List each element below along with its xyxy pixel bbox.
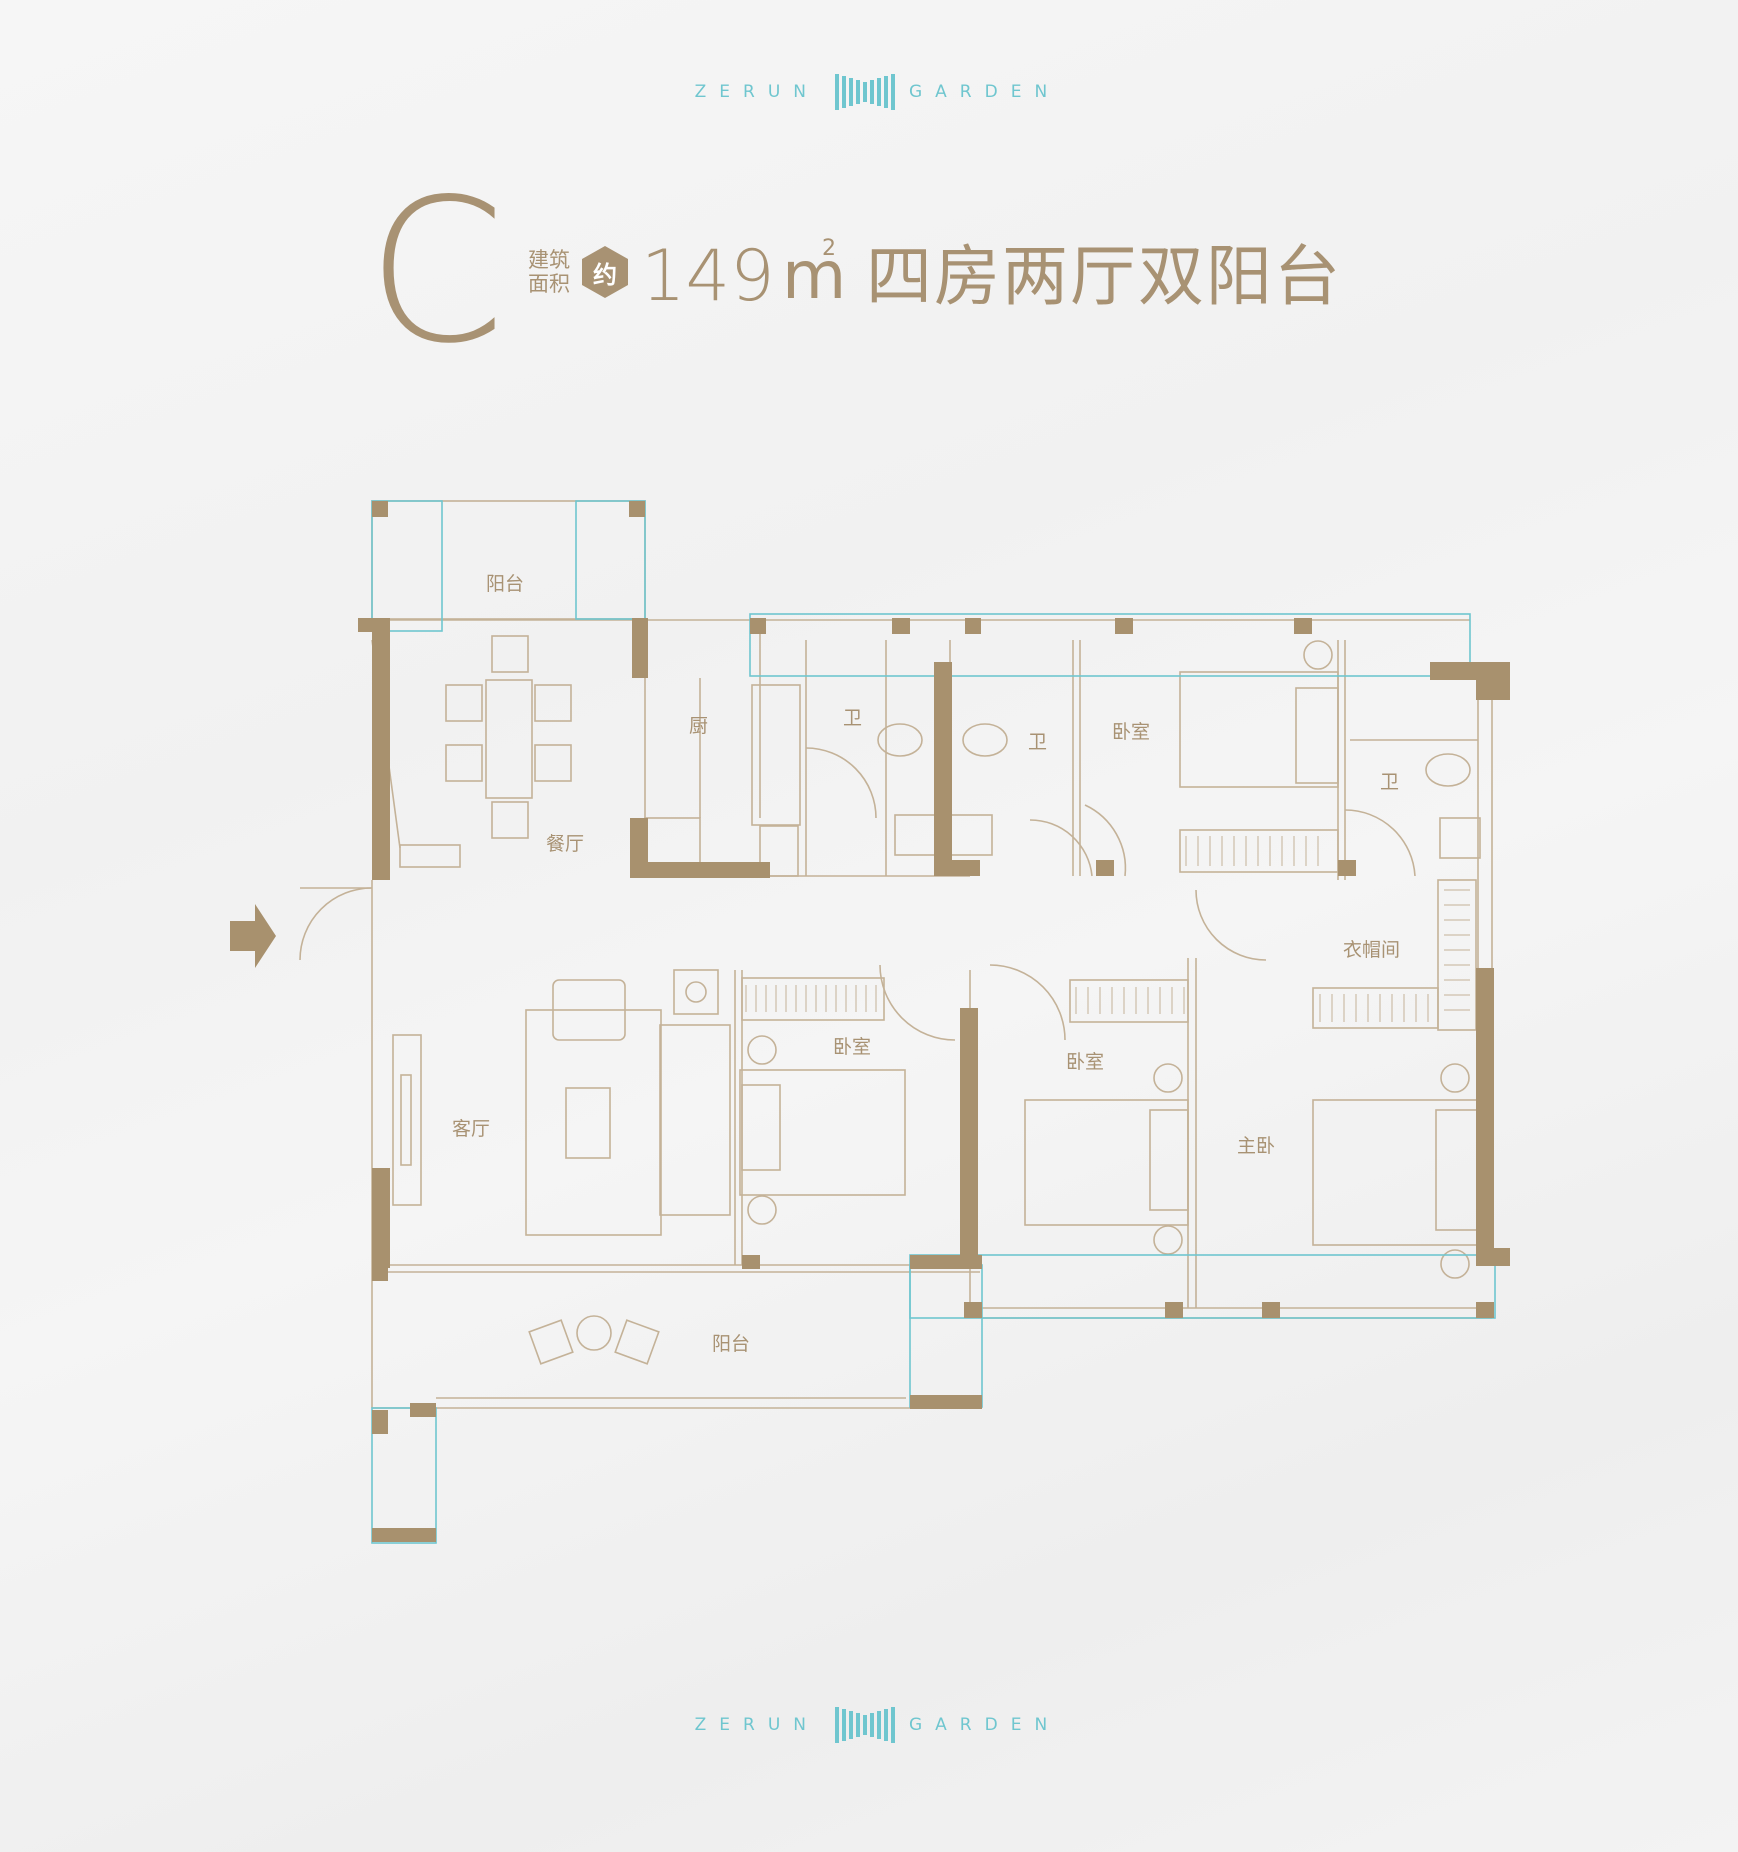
brand-footer: ZERUN GARDEN [0, 1703, 1738, 1747]
hexagon-icon [582, 246, 628, 298]
area-unit: m [782, 237, 847, 314]
area-unit-superscript: 2 [822, 236, 836, 261]
room-label-bath-1: 卫 [843, 707, 862, 729]
room-label-bedroom-east: 卧室 [1066, 1051, 1104, 1073]
room-label-north-balcony: 阳台 [486, 573, 524, 595]
brand-header: ZERUN GARDEN [0, 70, 1738, 114]
unit-letter: C [367, 156, 506, 387]
brand-left-word-footer: ZERUN [694, 1715, 819, 1735]
unit-header: C 建筑面积 约 149 m 2 四房两厅双阳台 [0, 0, 1738, 380]
area-label: 建筑面积 [528, 248, 570, 296]
room-label-closet: 衣帽间 [1343, 939, 1400, 961]
north-balcony-outline [371, 500, 646, 620]
room-label-south-balcony: 阳台 [712, 1333, 750, 1355]
approx-badge: 约 [580, 245, 630, 299]
brand-right-word: GARDEN [909, 82, 1061, 102]
room-label-bedroom-north: 卧室 [1112, 721, 1150, 743]
brand-left-word: ZERUN [694, 82, 819, 102]
brand-right-word-footer: GARDEN [909, 1715, 1061, 1735]
brand-logo-icon [835, 1707, 895, 1743]
room-label-master: 主卧 [1237, 1135, 1275, 1157]
window-frame [371, 500, 443, 632]
living-rug [525, 1009, 662, 1236]
brand-logo-icon [835, 74, 895, 110]
room-label-bath-3: 卫 [1380, 771, 1399, 793]
room-label-bedroom-mid: 卧室 [833, 1036, 871, 1058]
room-label-kitchen: 厨 [689, 715, 708, 737]
room-label-bath-2: 卫 [1028, 731, 1047, 753]
area-value: 149 [641, 235, 775, 317]
layout-title: 四房两厅双阳台 [866, 238, 1342, 315]
structural-walls [358, 501, 1510, 1542]
entrance-arrow-icon [230, 904, 276, 968]
room-label-dining: 餐厅 [546, 833, 584, 855]
approx-badge-text: 约 [593, 260, 617, 289]
room-label-living: 客厅 [452, 1118, 490, 1140]
